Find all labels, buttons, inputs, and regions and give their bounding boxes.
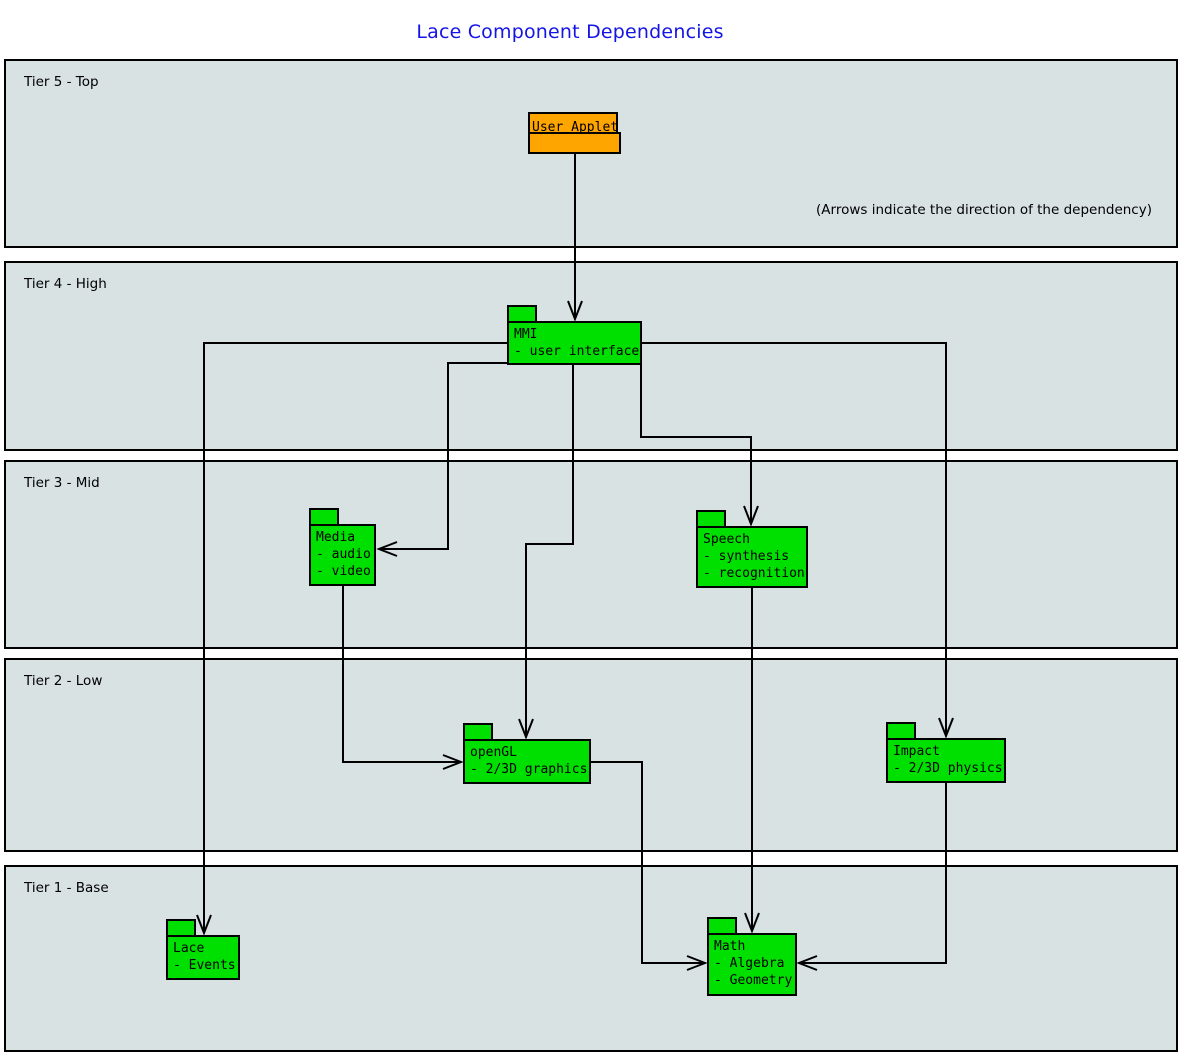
component-name: Math — [714, 939, 746, 954]
component-impact: Impact - 2/3D physics — [886, 722, 1006, 783]
component-lace: Lace - Events — [166, 919, 240, 980]
component-detail: - 2/3D physics — [893, 761, 1003, 776]
tier-2-label: Tier 2 - Low — [24, 673, 103, 689]
component-name: Lace — [173, 941, 205, 956]
tier-4-band: Tier 4 - High — [4, 261, 1178, 451]
component-detail: - user interface — [514, 344, 640, 359]
component-speech: Speech - synthesis - recognition — [696, 510, 808, 588]
component-detail: - audio — [316, 547, 371, 562]
component-opengl: openGL - 2/3D graphics — [463, 723, 591, 784]
component-detail: - Algebra — [714, 956, 785, 971]
component-name: openGL — [470, 745, 517, 760]
component-name: MMI — [514, 327, 538, 342]
component-media: Media - audio - video — [309, 508, 376, 586]
component-name: Speech — [703, 532, 750, 547]
folder-body: Speech - synthesis - recognition — [696, 526, 808, 588]
dependency-note: (Arrows indicate the direction of the de… — [816, 202, 1152, 218]
component-detail: - recognition — [703, 566, 805, 581]
folder-body: MMI - user interface — [507, 321, 642, 365]
folder-body: Media - audio - video — [309, 524, 376, 586]
tier-3-band: Tier 3 - Mid — [4, 460, 1178, 649]
tier-1-label: Tier 1 - Base — [24, 880, 109, 896]
folder-body: Lace - Events — [166, 935, 240, 980]
component-math: Math - Algebra - Geometry — [707, 917, 797, 996]
folder-body: Math - Algebra - Geometry — [707, 933, 797, 996]
folder-body: openGL - 2/3D graphics — [463, 739, 591, 784]
component-name: Media — [316, 530, 356, 545]
component-name: Impact — [893, 744, 940, 759]
page-title: Lace Component Dependencies — [416, 21, 724, 43]
component-name: User Applet — [532, 120, 619, 135]
tier-4-label: Tier 4 - High — [24, 276, 107, 292]
folder-body: Impact - 2/3D physics — [886, 738, 1006, 783]
folder-tab: User Applet — [528, 112, 619, 135]
tier-3-label: Tier 3 - Mid — [24, 475, 100, 491]
component-detail: - 2/3D graphics — [470, 762, 588, 777]
component-user-applet: User Applet — [528, 112, 621, 154]
component-detail: - video — [316, 564, 371, 579]
component-detail: - Geometry — [714, 973, 793, 988]
component-mmi: MMI - user interface — [507, 305, 642, 365]
tier-5-label: Tier 5 - Top — [24, 74, 99, 90]
component-detail: - Events — [173, 958, 236, 973]
component-detail: - synthesis — [703, 549, 790, 564]
